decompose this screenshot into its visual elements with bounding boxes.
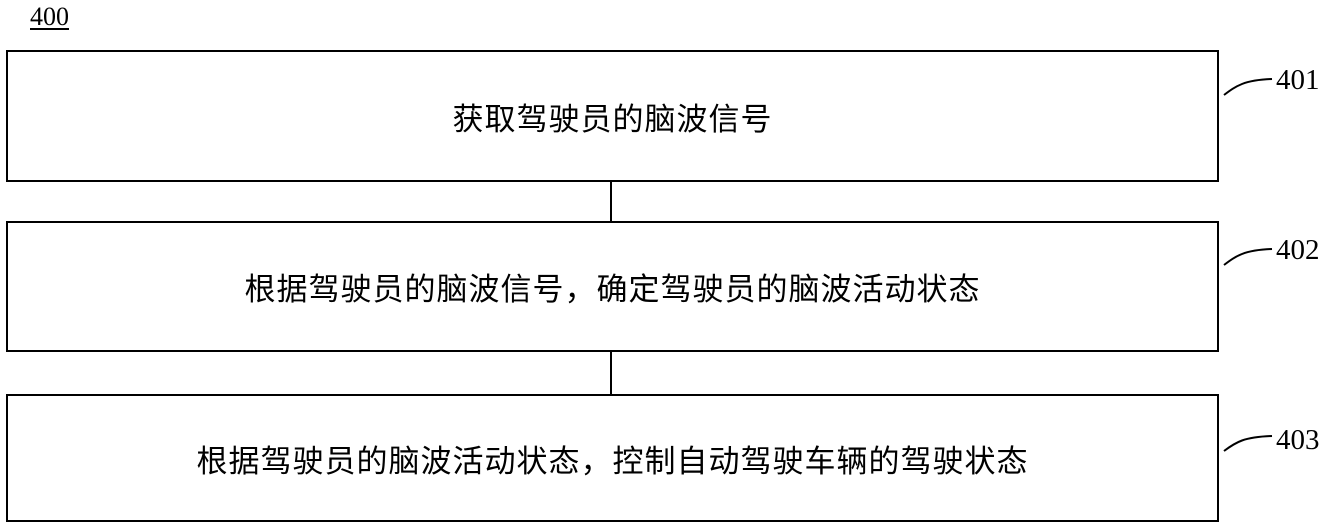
step-box-401: 获取驾驶员的脑波信号 xyxy=(6,50,1219,182)
leader-line-403 xyxy=(1223,435,1273,452)
step-box-403: 根据驾驶员的脑波活动状态，控制自动驾驶车辆的驾驶状态 xyxy=(6,394,1219,522)
step-text-401: 获取驾驶员的脑波信号 xyxy=(452,101,773,138)
ref-number-403: 403 xyxy=(1276,424,1320,456)
leader-line-401 xyxy=(1223,78,1273,96)
connector-402-403 xyxy=(610,352,612,394)
leader-line-402 xyxy=(1223,248,1273,266)
step-text-402: 根据驾驶员的脑波信号，确定驾驶员的脑波活动状态 xyxy=(244,272,981,308)
figure-label: 400 xyxy=(30,2,69,31)
ref-number-402: 402 xyxy=(1276,234,1320,266)
step-text-403: 根据驾驶员的脑波活动状态，控制自动驾驶车辆的驾驶状态 xyxy=(196,443,1029,480)
ref-number-401: 401 xyxy=(1276,64,1320,96)
connector-401-402 xyxy=(610,182,612,221)
step-box-402: 根据驾驶员的脑波信号，确定驾驶员的脑波活动状态 xyxy=(6,221,1219,352)
